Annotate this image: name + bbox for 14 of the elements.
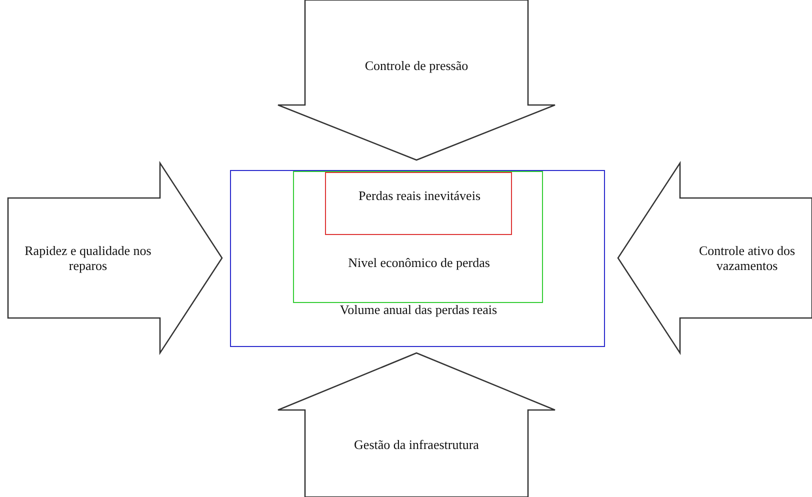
block-arrow: [618, 163, 812, 353]
nested-box: [325, 172, 512, 235]
arrow-label: Gestão da infraestrutura: [353, 437, 480, 452]
arrow-label: Controle de pressão: [364, 58, 470, 73]
nested-box: [230, 170, 605, 347]
box-label: Volume anual das perdas reais: [338, 302, 498, 317]
arrow-label: Rapidez e qualidade nos reparos: [24, 243, 152, 273]
box-label: Nivel econômico de perdas: [347, 255, 491, 270]
nested-box: [293, 171, 543, 303]
block-arrow: [278, 353, 555, 497]
arrow-label: Controle ativo dos vazamentos: [698, 243, 796, 273]
block-arrow: [278, 0, 555, 160]
box-label: Perdas reais inevitáveis: [357, 188, 482, 203]
block-arrow: [8, 163, 222, 353]
